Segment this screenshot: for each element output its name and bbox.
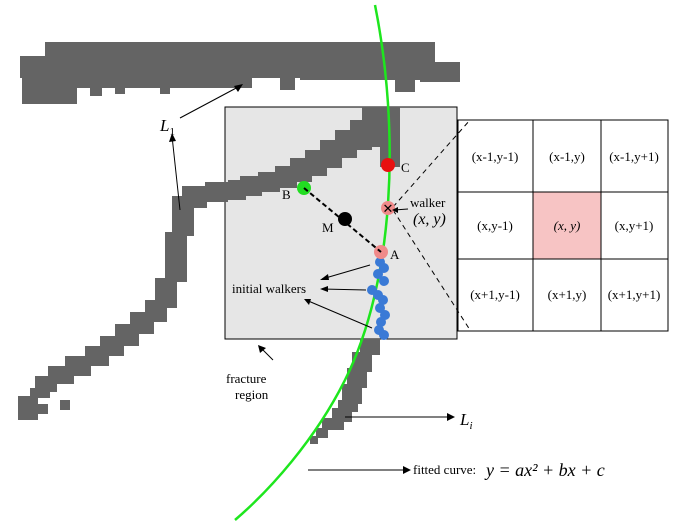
init-arrow-1 — [321, 264, 371, 280]
walker-dot — [378, 295, 388, 305]
label-li: Li — [459, 410, 473, 432]
grid-cell: (x,y+1) — [615, 218, 654, 233]
grid-cell-center: (x, y) — [554, 218, 581, 233]
walker-arrow-head — [392, 207, 398, 213]
walker-coord: (x, y) — [413, 211, 446, 228]
walker-dot — [379, 276, 389, 286]
walker-dot — [376, 317, 386, 327]
grid-cell: (x+1,y+1) — [608, 287, 661, 302]
grid-cell: (x-1,y) — [549, 149, 585, 164]
label-initial-walkers: initial walkers — [232, 281, 306, 296]
label-fracture: fracture — [226, 371, 267, 386]
l1-arrow-down-head — [169, 133, 176, 142]
init-arrow-3-head — [304, 299, 311, 305]
fracture-band-li — [310, 339, 380, 444]
point-m — [338, 212, 352, 226]
l1-arrow-up — [179, 85, 241, 119]
grid-cell: (x,y-1) — [477, 218, 513, 233]
walker-cross: ✕ — [383, 202, 394, 217]
initial-walkers — [367, 257, 390, 340]
init-arrow-1-head — [320, 274, 329, 280]
li-arrow-head — [447, 413, 455, 421]
grid-cell: (x-1,y-1) — [472, 149, 519, 164]
label-fitted-equation: y = ax² + bx + c — [484, 460, 605, 480]
label-l1: L1 — [159, 116, 175, 138]
grid-cell: (x+1,y-1) — [470, 287, 520, 302]
walker-dot — [373, 269, 383, 279]
fitted-curve — [234, 4, 391, 521]
label-region: region — [235, 387, 269, 402]
init-arrow-2-head — [320, 286, 328, 292]
label-fitted-curve: fitted curve: — [413, 462, 476, 477]
label-point-m: M — [322, 220, 334, 235]
grid-center-cell — [533, 192, 601, 259]
zoom-guide-lower — [392, 209, 471, 331]
grid-frame — [457, 119, 669, 332]
bisector-dashed-line — [303, 187, 382, 253]
neighbourhood-grid: (x-1,y-1) (x-1,y) (x-1,y+1) (x,y-1) (x, … — [457, 119, 669, 332]
walker-label: walker — [410, 195, 446, 210]
walker-dot — [375, 303, 385, 313]
walker-dot — [379, 330, 389, 340]
fracture-arrow-head — [258, 345, 266, 353]
init-arrow-2 — [321, 288, 367, 291]
l1-arrow-up-head — [234, 84, 243, 92]
l1-arrow-down — [171, 135, 181, 211]
init-arrow-3 — [305, 299, 373, 329]
grid-cell: (x+1,y) — [548, 287, 587, 302]
point-c — [381, 158, 395, 172]
walker-point — [381, 201, 395, 215]
grid-cell: (x-1,y+1) — [609, 149, 659, 164]
label-point-c: C — [401, 160, 410, 175]
fracture-band-l1-diagonal — [18, 107, 400, 420]
label-point-a: A — [390, 247, 400, 262]
fracture-band-l1-top — [20, 42, 460, 104]
curve-arrow-head — [403, 466, 411, 474]
label-point-b: B — [282, 187, 291, 202]
zoom-guide-upper — [392, 119, 471, 208]
